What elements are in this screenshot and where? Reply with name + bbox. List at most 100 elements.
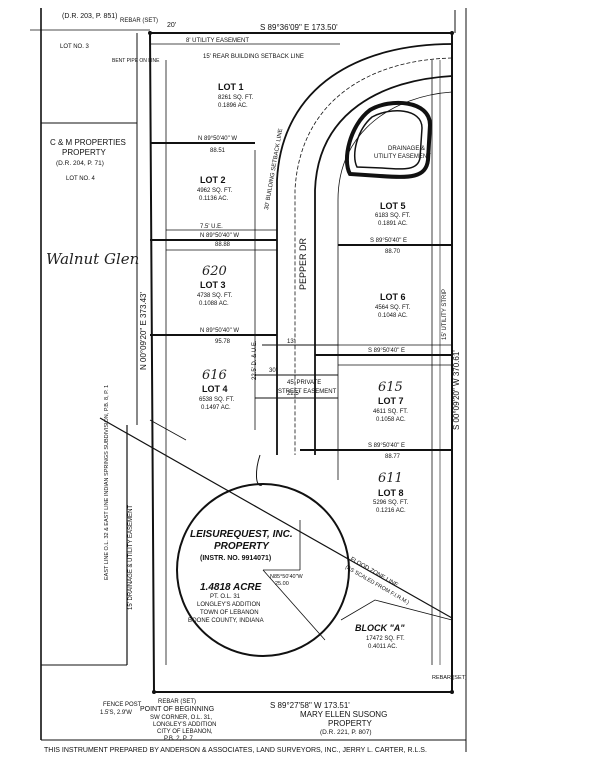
main-instr-label: (INSTR. NO. 9914071) (200, 555, 271, 562)
rebar-marker-sw (152, 690, 156, 694)
top-bearing-label: S 89°36'09" E 173.50' (260, 23, 338, 32)
bearing-lot5-6: S 89°50'40" E (370, 238, 407, 244)
rebar-bottom-label: REBAR (SET) (432, 675, 467, 681)
cm-prop-label: PROPERTY (62, 148, 107, 157)
handwritten-611: 611 (378, 471, 403, 486)
lot-3-name: LOT 3 (200, 280, 226, 290)
bent-pipe-label: BENT PIPE ON LINE (112, 58, 160, 64)
lot-1-name: LOT 1 (218, 82, 244, 92)
lot-4-name: LOT 4 (202, 384, 228, 394)
lot-7-name: LOT 7 (378, 396, 404, 406)
drainage-label-1: DRAINAGE & (388, 146, 425, 152)
bearing-lot1-2: N 89°50'40" W (198, 136, 237, 142)
lot-1-acres: 0.1896 AC. (218, 103, 248, 109)
radius-bearing: N85°50'40"W (270, 574, 304, 580)
bearing-lot7-8-dist: 88.77 (385, 454, 401, 460)
main-town-label: TOWN OF LEBANON (200, 610, 259, 616)
pob-label-1: POINT OF BEGINNING (140, 706, 214, 713)
lot-3-area: 4738 SQ. FT. (197, 293, 233, 299)
private-easement-label-1: 45' PRIVATE (287, 380, 321, 386)
fence-post-label-2: 1.5'S, 2.9'W (100, 710, 132, 716)
flood-zone-line (99, 417, 453, 619)
lot-3-neighbor-label: LOT NO. 3 (60, 44, 90, 50)
rebar-set-label: REBAR (SET) (158, 699, 196, 705)
block-a-area: 17472 SQ. FT. (366, 636, 405, 642)
drainage-strip-label: 15' DRAINAGE & UTILITY EASEMENT (128, 505, 134, 610)
lot-4-area: 6538 SQ. FT. (199, 397, 235, 403)
lot-3-acres: 0.1088 AC. (199, 301, 229, 307)
west-line-bearing: N 00°09'20" E 373.43' (139, 291, 148, 370)
pob-label-3: LONGLEY'S ADDITION (153, 722, 217, 728)
lot-8-acres: 0.1216 AC. (376, 508, 406, 514)
bearing-lot7-8: S 89°50'40" E (368, 443, 405, 449)
handwritten-620: 620 (202, 264, 227, 279)
susong-owner-label: MARY ELLEN SUSONG (300, 710, 387, 719)
lot-8-name: LOT 8 (378, 488, 404, 498)
bearing-lot3-4: N 89°50'40" W (200, 328, 239, 334)
susong-ref-label: (D.R. 221, P. 807) (320, 729, 372, 736)
front-setback-east (337, 91, 453, 480)
util-easement-top-label: 8' UTILITY EASEMENT (186, 38, 249, 44)
lot-4-neighbor-label: LOT NO. 4 (66, 176, 96, 182)
dim-13-label: 13' (287, 339, 295, 345)
pob-label-4: CITY OF LEBANON, (157, 729, 213, 735)
main-acres-label: 1.4818 ACRE (200, 582, 262, 593)
bearing-lot2-3-dist: 88.88 (215, 242, 231, 248)
pob-label-2: SW CORNER, O.L. 31, (150, 715, 212, 721)
rear-setback-top-label: 15' REAR BUILDING SETBACK LINE (203, 54, 304, 60)
rebar-marker-se (450, 690, 454, 694)
east-line-bearing: S 00°09'20" W 370.61' (452, 350, 461, 430)
lot-5-area: 6183 SQ. FT. (375, 213, 411, 219)
rebar-top-label: REBAR (SET) (120, 18, 158, 24)
street-right-of-way-east (314, 75, 453, 455)
lot-6-name: LOT 6 (380, 292, 406, 302)
drainage-label-2: UTILITY EASEMENT (374, 154, 431, 160)
lot-2-name: LOT 2 (200, 175, 226, 185)
pob-label-5: P.B. 2, P. 7 (164, 736, 193, 742)
main-prop-label: PROPERTY (214, 541, 270, 552)
rebar-marker-ne (450, 31, 454, 35)
susong-prop-label: PROPERTY (328, 719, 373, 728)
block-a-acres: 0.4011 AC. (368, 644, 398, 650)
main-owner-label: LEISUREQUEST, INC. (190, 529, 293, 540)
util-strip-label: 15' UTILITY STRIP (442, 289, 448, 340)
lot-7-acres: 0.1058 AC. (376, 417, 406, 423)
bottom-line-bearing: S 89°27'58" W 173.51' (270, 701, 350, 710)
bearing-lot1-2-dist: 88.51 (210, 148, 226, 154)
bearing-lot5-6-dist: 88.70 (385, 249, 401, 255)
handwritten-616: 616 (202, 368, 227, 383)
lot-8-area: 5296 SQ. FT. (373, 500, 409, 506)
lot-4-curve (256, 454, 263, 486)
drainage-pond-inner (353, 110, 423, 170)
cm-ref-label: (D.R. 204, P. 71) (56, 160, 104, 167)
lot-5-acres: 0.1891 AC. (378, 221, 408, 227)
cul-de-sac-circle (176, 483, 350, 657)
ue-75-label: 7.5' U.E. (200, 224, 223, 230)
ue-225-label: 22.5' D. & U.E. (252, 340, 258, 380)
lot-1-area: 8261 SQ. FT. (218, 95, 254, 101)
bearing-lot3-4-dist: 95.78 (215, 339, 231, 345)
bearing-lot2-3: N 89°50'40" W (200, 233, 239, 239)
street-name-label: PEPPER DR (298, 237, 308, 290)
footer-label: THIS INSTRUMENT PREPARED BY ANDERSON & A… (44, 747, 427, 754)
lot-5-name: LOT 5 (380, 201, 406, 211)
dim-20-label: 20' (167, 22, 176, 29)
front-setback-label: 30' BUILDING SETBACK LINE (264, 128, 284, 210)
lot-4-acres: 0.1497 AC. (201, 405, 231, 411)
main-county-label: BOONE COUNTY, INDIANA (188, 618, 264, 624)
parcel-boundary (149, 32, 453, 693)
bearing-lot6-7: S 89°50'40" E (368, 348, 405, 354)
block-a-name: BLOCK "A" (355, 623, 405, 633)
drainage-pond (344, 100, 433, 179)
main-addition-label: LONGLEY'S ADDITION (197, 602, 261, 608)
fence-post-label-1: FENCE POST (103, 702, 142, 708)
private-easement-label-2: STREET EASEMENT (278, 389, 337, 395)
rebar-marker-nw (148, 31, 152, 35)
radius-dist: 25.00 (275, 581, 289, 587)
main-part-label: PT. O.L. 31 (210, 594, 241, 600)
dim-30-label: 30' (269, 368, 277, 374)
block-a-line (340, 599, 453, 621)
lot-2-area: 4962 SQ. FT. (197, 188, 233, 194)
